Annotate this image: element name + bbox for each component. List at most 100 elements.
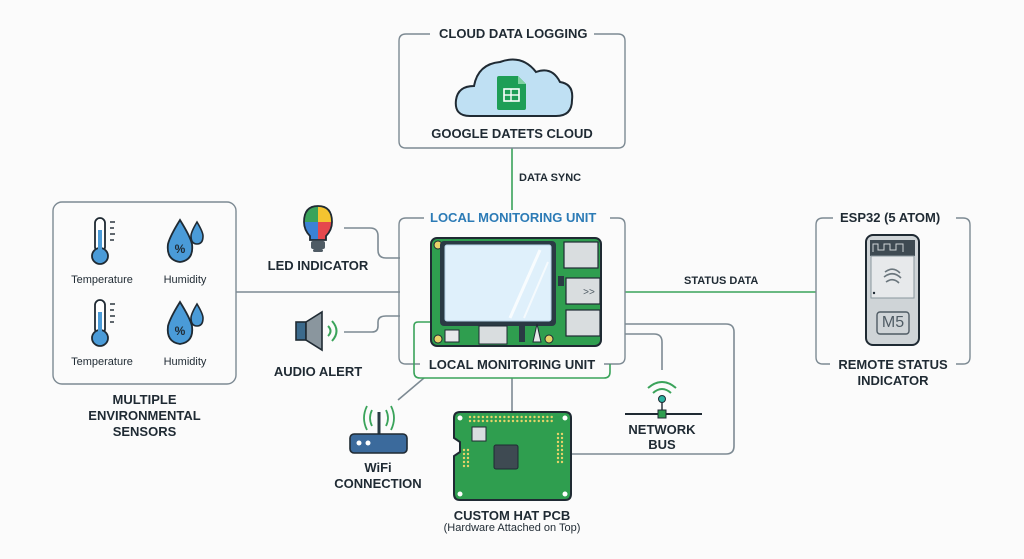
edge-led-local <box>344 227 400 259</box>
gpio-pin <box>546 419 549 423</box>
gpio-pin <box>498 415 502 419</box>
svg-text:%: % <box>175 324 186 338</box>
bus-label-line2: BUS <box>648 437 676 452</box>
gpio-pin <box>466 452 470 456</box>
gpio-pin <box>490 419 493 423</box>
audio-label: AUDIO ALERT <box>273 364 363 379</box>
gpio-pin <box>468 419 472 423</box>
thermometer-icon <box>91 299 115 347</box>
local-unit-box <box>398 217 626 379</box>
sensors-box: % % <box>52 201 237 385</box>
gpio-pin <box>462 460 466 464</box>
gpio-pin <box>516 415 519 419</box>
sensor-label-temperature: Temperature <box>71 274 133 286</box>
gpio-pin <box>481 419 485 423</box>
sensors-caption-line3: SENSORS <box>112 424 177 439</box>
gpio-pin <box>466 460 470 464</box>
sensor-label-temperature: Temperature <box>71 356 133 368</box>
gpio-pin <box>466 464 470 468</box>
gpio-pin <box>556 436 560 440</box>
raspberry-pi-board-icon: >> <box>430 237 602 347</box>
sensor-label-humidity: Humidity <box>163 274 207 286</box>
gpio-pin <box>556 452 560 456</box>
light-bulb-icon <box>303 205 333 252</box>
local-unit-header: LOCAL MONITORING UNIT <box>424 210 603 225</box>
cloud-box <box>398 33 626 149</box>
gpio-pin <box>541 419 545 423</box>
gpio-pin <box>462 452 466 456</box>
gpio-pin <box>498 419 502 423</box>
edge-local-hat-loop <box>572 323 735 455</box>
gpio-pin <box>524 415 528 419</box>
gpio-pin <box>529 419 532 423</box>
bus-label: NETWORK BUS <box>620 422 704 452</box>
gpio-pin <box>550 415 553 419</box>
remote-header: ESP32 (5 ATOM) <box>834 210 947 225</box>
gpio-pin <box>556 460 560 464</box>
gpio-pin <box>468 415 472 419</box>
m5-badge: M5 <box>881 314 905 331</box>
spreadsheet-icon <box>497 76 526 110</box>
edge-label-status-data: STATUS DATA <box>684 275 759 287</box>
gpio-pin <box>560 460 564 464</box>
humidity-drop-icon: % <box>166 300 204 345</box>
gpio-pin <box>550 419 553 423</box>
thermometer-icon <box>91 217 115 265</box>
gpio-pin <box>541 415 545 419</box>
gpio-pin <box>490 415 493 419</box>
wifi-label-line2: CONNECTION <box>334 476 422 491</box>
gpio-pin <box>462 464 466 468</box>
humidity-drop-icon: % <box>166 218 204 263</box>
gpio-pin <box>533 419 536 423</box>
gpio-pin <box>556 440 560 444</box>
gpio-pin <box>511 415 515 419</box>
gpio-pin <box>560 444 564 448</box>
gpio-pin <box>466 456 470 460</box>
sensors-caption-line2: ENVIRONMENTAL <box>88 408 201 423</box>
local-unit-green-frame <box>413 321 611 379</box>
edge-local-bus <box>625 333 663 370</box>
gpio-pin <box>524 419 528 423</box>
cloud-header: CLOUD DATA LOGGING <box>433 26 594 41</box>
gpio-pin <box>533 415 536 419</box>
sensors-caption: MULTIPLE ENVIRONMENTAL SENSORS <box>53 392 236 440</box>
network-bus-icon <box>625 381 702 419</box>
gpio-pin <box>537 419 540 423</box>
gpio-pin <box>556 448 560 452</box>
gpio-pin <box>560 436 564 440</box>
gpio-pin <box>560 452 564 456</box>
remote-box <box>815 217 971 365</box>
gpio-pin <box>503 415 506 419</box>
gpio-pin <box>511 419 515 423</box>
edge-local-wifi <box>397 377 425 401</box>
gpio-pin <box>494 419 497 423</box>
gpio-pin <box>560 448 564 452</box>
wifi-label-line1: WiFi <box>364 460 392 475</box>
speaker-icon <box>295 310 338 352</box>
bus-label-line1: NETWORK <box>628 422 696 437</box>
gpio-pin <box>507 415 510 419</box>
cloud-title: GOOGLE DATETS CLOUD <box>431 126 593 141</box>
hat-subtitle: (Hardware Attached on Top) <box>443 522 581 534</box>
gpio-pin <box>560 440 564 444</box>
gpio-pin <box>537 415 540 419</box>
esp32-atom-icon <box>865 234 920 346</box>
gpio-pin <box>462 448 466 452</box>
edge-audio-local <box>344 315 400 333</box>
gpio-pin <box>560 432 564 436</box>
svg-text:>>: >> <box>583 287 595 298</box>
remote-caption-line2: INDICATOR <box>857 373 929 388</box>
gpio-pin <box>520 415 523 419</box>
gpio-pin <box>556 456 560 460</box>
gpio-pin <box>466 448 470 452</box>
gpio-pin <box>520 419 523 423</box>
gpio-pin <box>560 456 564 460</box>
remote-caption: REMOTE STATUS INDICATOR <box>816 357 970 389</box>
gpio-pin <box>486 419 489 423</box>
gpio-pin <box>462 456 466 460</box>
svg-text:%: % <box>175 242 186 256</box>
remote-caption-line1: REMOTE STATUS <box>838 357 948 372</box>
led-label: LED INDICATOR <box>267 258 369 273</box>
gpio-pin <box>507 419 510 423</box>
